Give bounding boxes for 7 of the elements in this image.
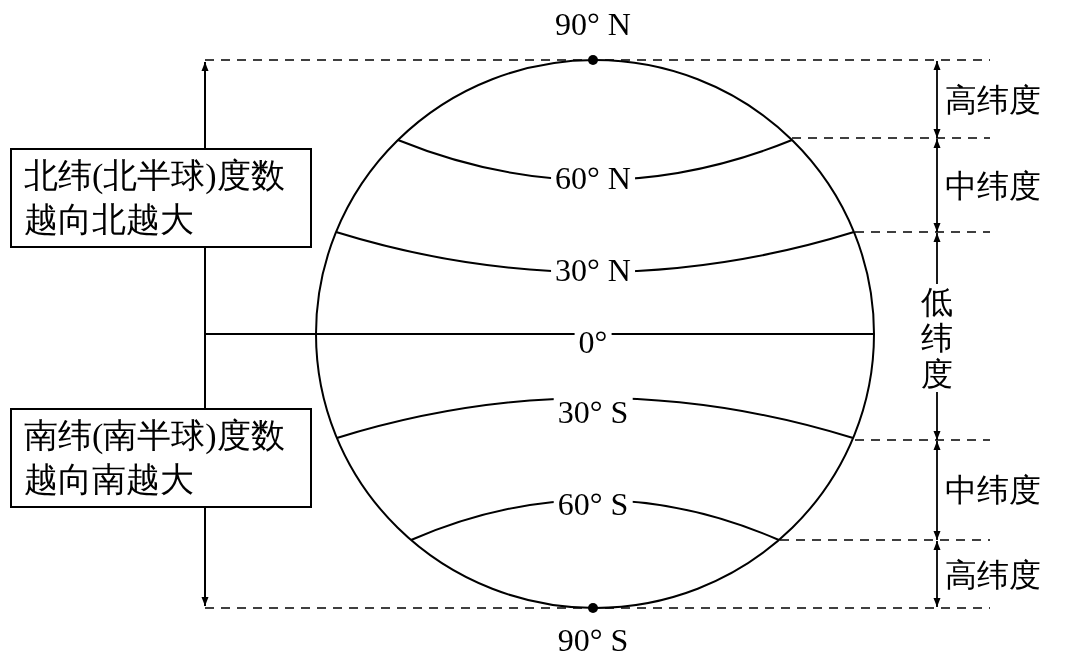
- text-box: 北纬(北半球)度数越向北越大: [10, 148, 312, 248]
- text-box: 南纬(南半球)度数越向南越大: [10, 408, 312, 508]
- zone-label: 高纬度: [945, 82, 1041, 118]
- zone-label: 中纬度: [945, 472, 1041, 508]
- zone-label: 高纬度: [945, 557, 1041, 593]
- zone-label: 中纬度: [945, 168, 1041, 204]
- zone-label: 低纬度: [920, 284, 954, 392]
